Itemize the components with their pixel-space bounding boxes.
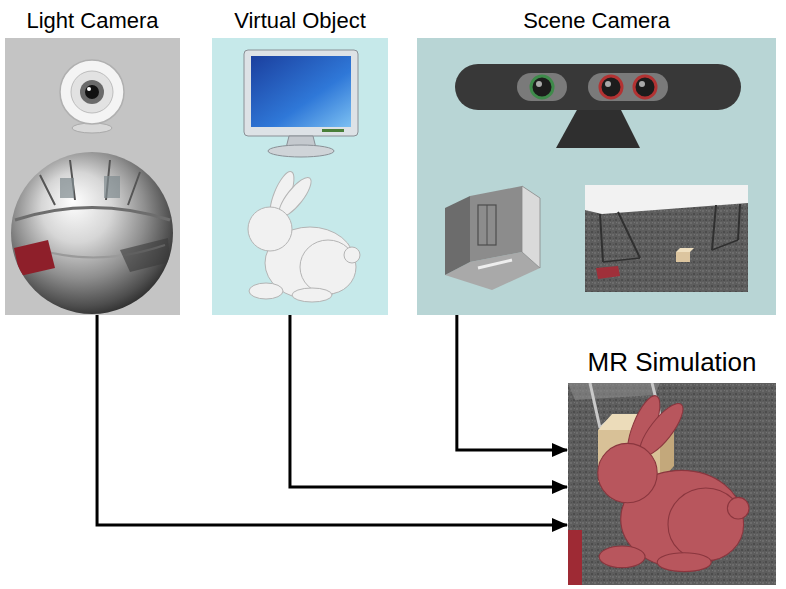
scene-camera-panel: Scene Camera (417, 38, 776, 315)
panel-heading: Light Camera (26, 8, 158, 33)
panel-ground (5, 38, 180, 315)
depth-camera-icon (455, 64, 741, 148)
bunny-model (248, 169, 360, 302)
panel-ground (212, 38, 388, 315)
monitor-icon (244, 50, 358, 157)
mr-simulation-image: MR Simulation (568, 383, 776, 585)
webcam-icon (60, 60, 124, 133)
chrome-sphere (11, 152, 173, 314)
scene-photo (585, 185, 748, 292)
panel-heading-row: Virtual Object (172, 8, 428, 33)
panel-heading: Virtual Object (234, 8, 366, 33)
panel-heading: Scene Camera (523, 8, 670, 33)
panel-heading-row: Light Camera (0, 8, 220, 33)
virtual-object-panel: Virtual Object (212, 38, 388, 315)
panel-heading: MR Simulation (587, 347, 756, 377)
arrow-connector (457, 315, 567, 450)
panel-heading-row: MR Simulation (528, 348, 786, 378)
mr-render (568, 383, 776, 585)
panel-heading-row: Scene Camera (377, 8, 786, 33)
arrow-connector (290, 315, 567, 487)
arrow-connector (97, 315, 567, 525)
panel-ground (417, 38, 776, 315)
room-model (445, 186, 540, 290)
light-camera-panel: Light Camera (5, 38, 180, 315)
